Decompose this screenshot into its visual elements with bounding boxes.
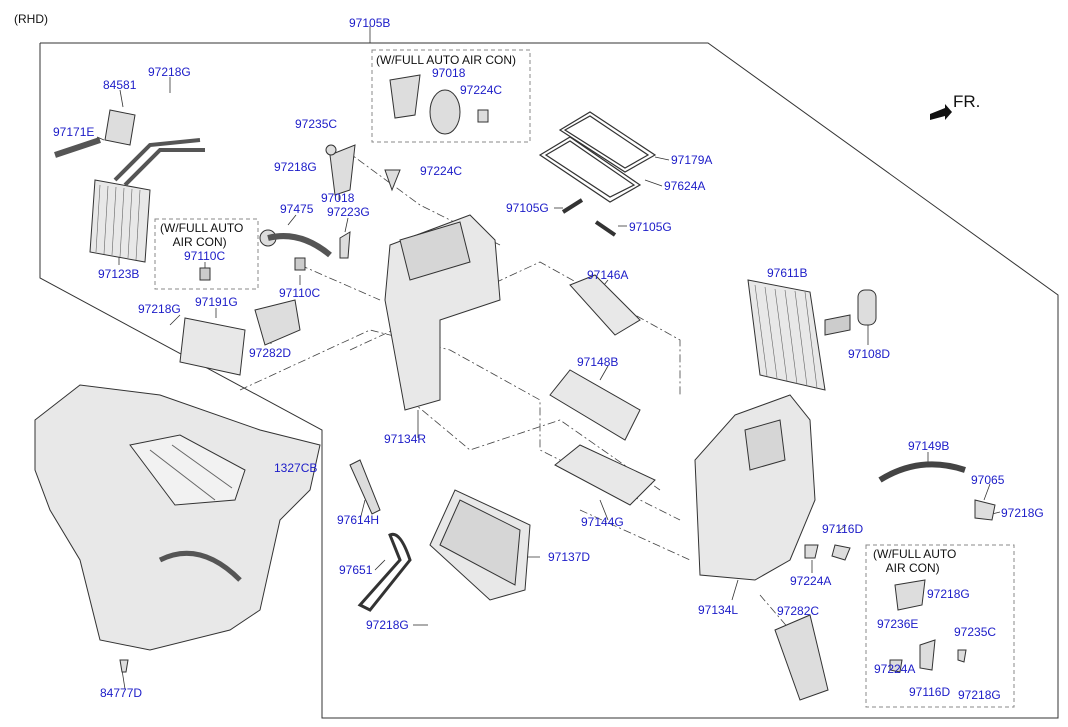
part-label: 97018	[321, 191, 355, 205]
part-label: 97108D	[848, 347, 891, 361]
part-label: 97218G	[148, 65, 191, 79]
part-label: 97218G	[366, 618, 409, 632]
part-label: 97110C	[279, 286, 321, 300]
part-label: 97134L	[698, 603, 739, 617]
part-label: 97137D	[548, 550, 591, 564]
note-top: (W/FULL AUTO AIR CON)	[376, 53, 517, 67]
part-label: 97223G	[327, 205, 370, 219]
frame-outline	[39, 42, 1059, 719]
part-label: 84777D	[100, 686, 143, 700]
part-label: 97134R	[384, 432, 427, 446]
part-label: 97149B	[908, 439, 950, 453]
part-label: 97171E	[53, 125, 95, 139]
part-label: 97218G	[927, 587, 970, 601]
blower-parts-97191G	[179, 229, 332, 376]
part-label: 97282C	[777, 604, 820, 618]
part-label: 97235C	[954, 625, 997, 639]
part-label: 97218G	[138, 302, 181, 316]
part-label: 97179A	[671, 153, 713, 167]
fr-arrow-icon	[930, 104, 952, 120]
part-label: 97148B	[577, 355, 619, 369]
part-label: 97018	[432, 66, 466, 80]
misc-parts	[119, 459, 996, 701]
part-label: 97146A	[587, 268, 629, 282]
note-box-top	[371, 49, 531, 143]
part-label: 97224A	[790, 574, 832, 588]
actuator-parts	[325, 74, 489, 259]
part-label: 97116D	[909, 685, 951, 699]
heater-core-97123B	[54, 109, 205, 263]
lower-case-97137D	[429, 489, 531, 601]
part-label: 97624A	[664, 179, 706, 193]
part-label: 97235C	[295, 117, 338, 131]
part-label: 97105G	[629, 220, 672, 234]
part-label: 1327CB	[274, 461, 318, 475]
right-housing-97134L	[694, 394, 816, 581]
part-label: 97236E	[877, 617, 919, 631]
front-direction-label: FR.	[953, 92, 981, 111]
part-label: 97110C	[184, 249, 226, 263]
part-label: 97224A	[874, 662, 916, 676]
part-label: 97224C	[460, 83, 503, 97]
note-box-left	[154, 218, 259, 290]
note-box-right	[865, 544, 1015, 708]
center-housing-97134R	[384, 214, 501, 411]
part-label: 97123B	[98, 267, 140, 281]
part-label: 97218G	[274, 160, 317, 174]
part-label: 97116D	[822, 522, 864, 536]
part-label: 97224C	[420, 164, 463, 178]
variant-label: (RHD)	[14, 12, 48, 26]
part-label: 97614H	[337, 513, 380, 527]
part-label: 97191G	[195, 295, 238, 309]
doors-97146A-97148B-97144G	[549, 274, 656, 506]
part-label: 97218G	[958, 688, 1001, 702]
note-right: (W/FULL AUTO AIR CON)	[873, 547, 957, 575]
part-label: 97651	[339, 563, 373, 577]
part-label: 97218G	[1001, 506, 1044, 520]
note-left: (W/FULL AUTO AIR CON)	[160, 221, 244, 249]
part-label: 84581	[103, 78, 137, 92]
assembled-hvac-unit	[34, 384, 321, 651]
part-label: 97105G	[506, 201, 549, 215]
filters-97179A-97624A	[538, 111, 657, 237]
part-label: 97065	[971, 473, 1005, 487]
part-label: 97105B	[349, 16, 391, 30]
part-label: 97611B	[767, 266, 808, 280]
part-label: 97282D	[249, 346, 292, 360]
evaporator-97611B	[747, 279, 877, 391]
drain-hose-97149B	[878, 461, 966, 483]
part-label: 97144G	[581, 515, 624, 529]
part-label: 97475	[280, 202, 314, 216]
